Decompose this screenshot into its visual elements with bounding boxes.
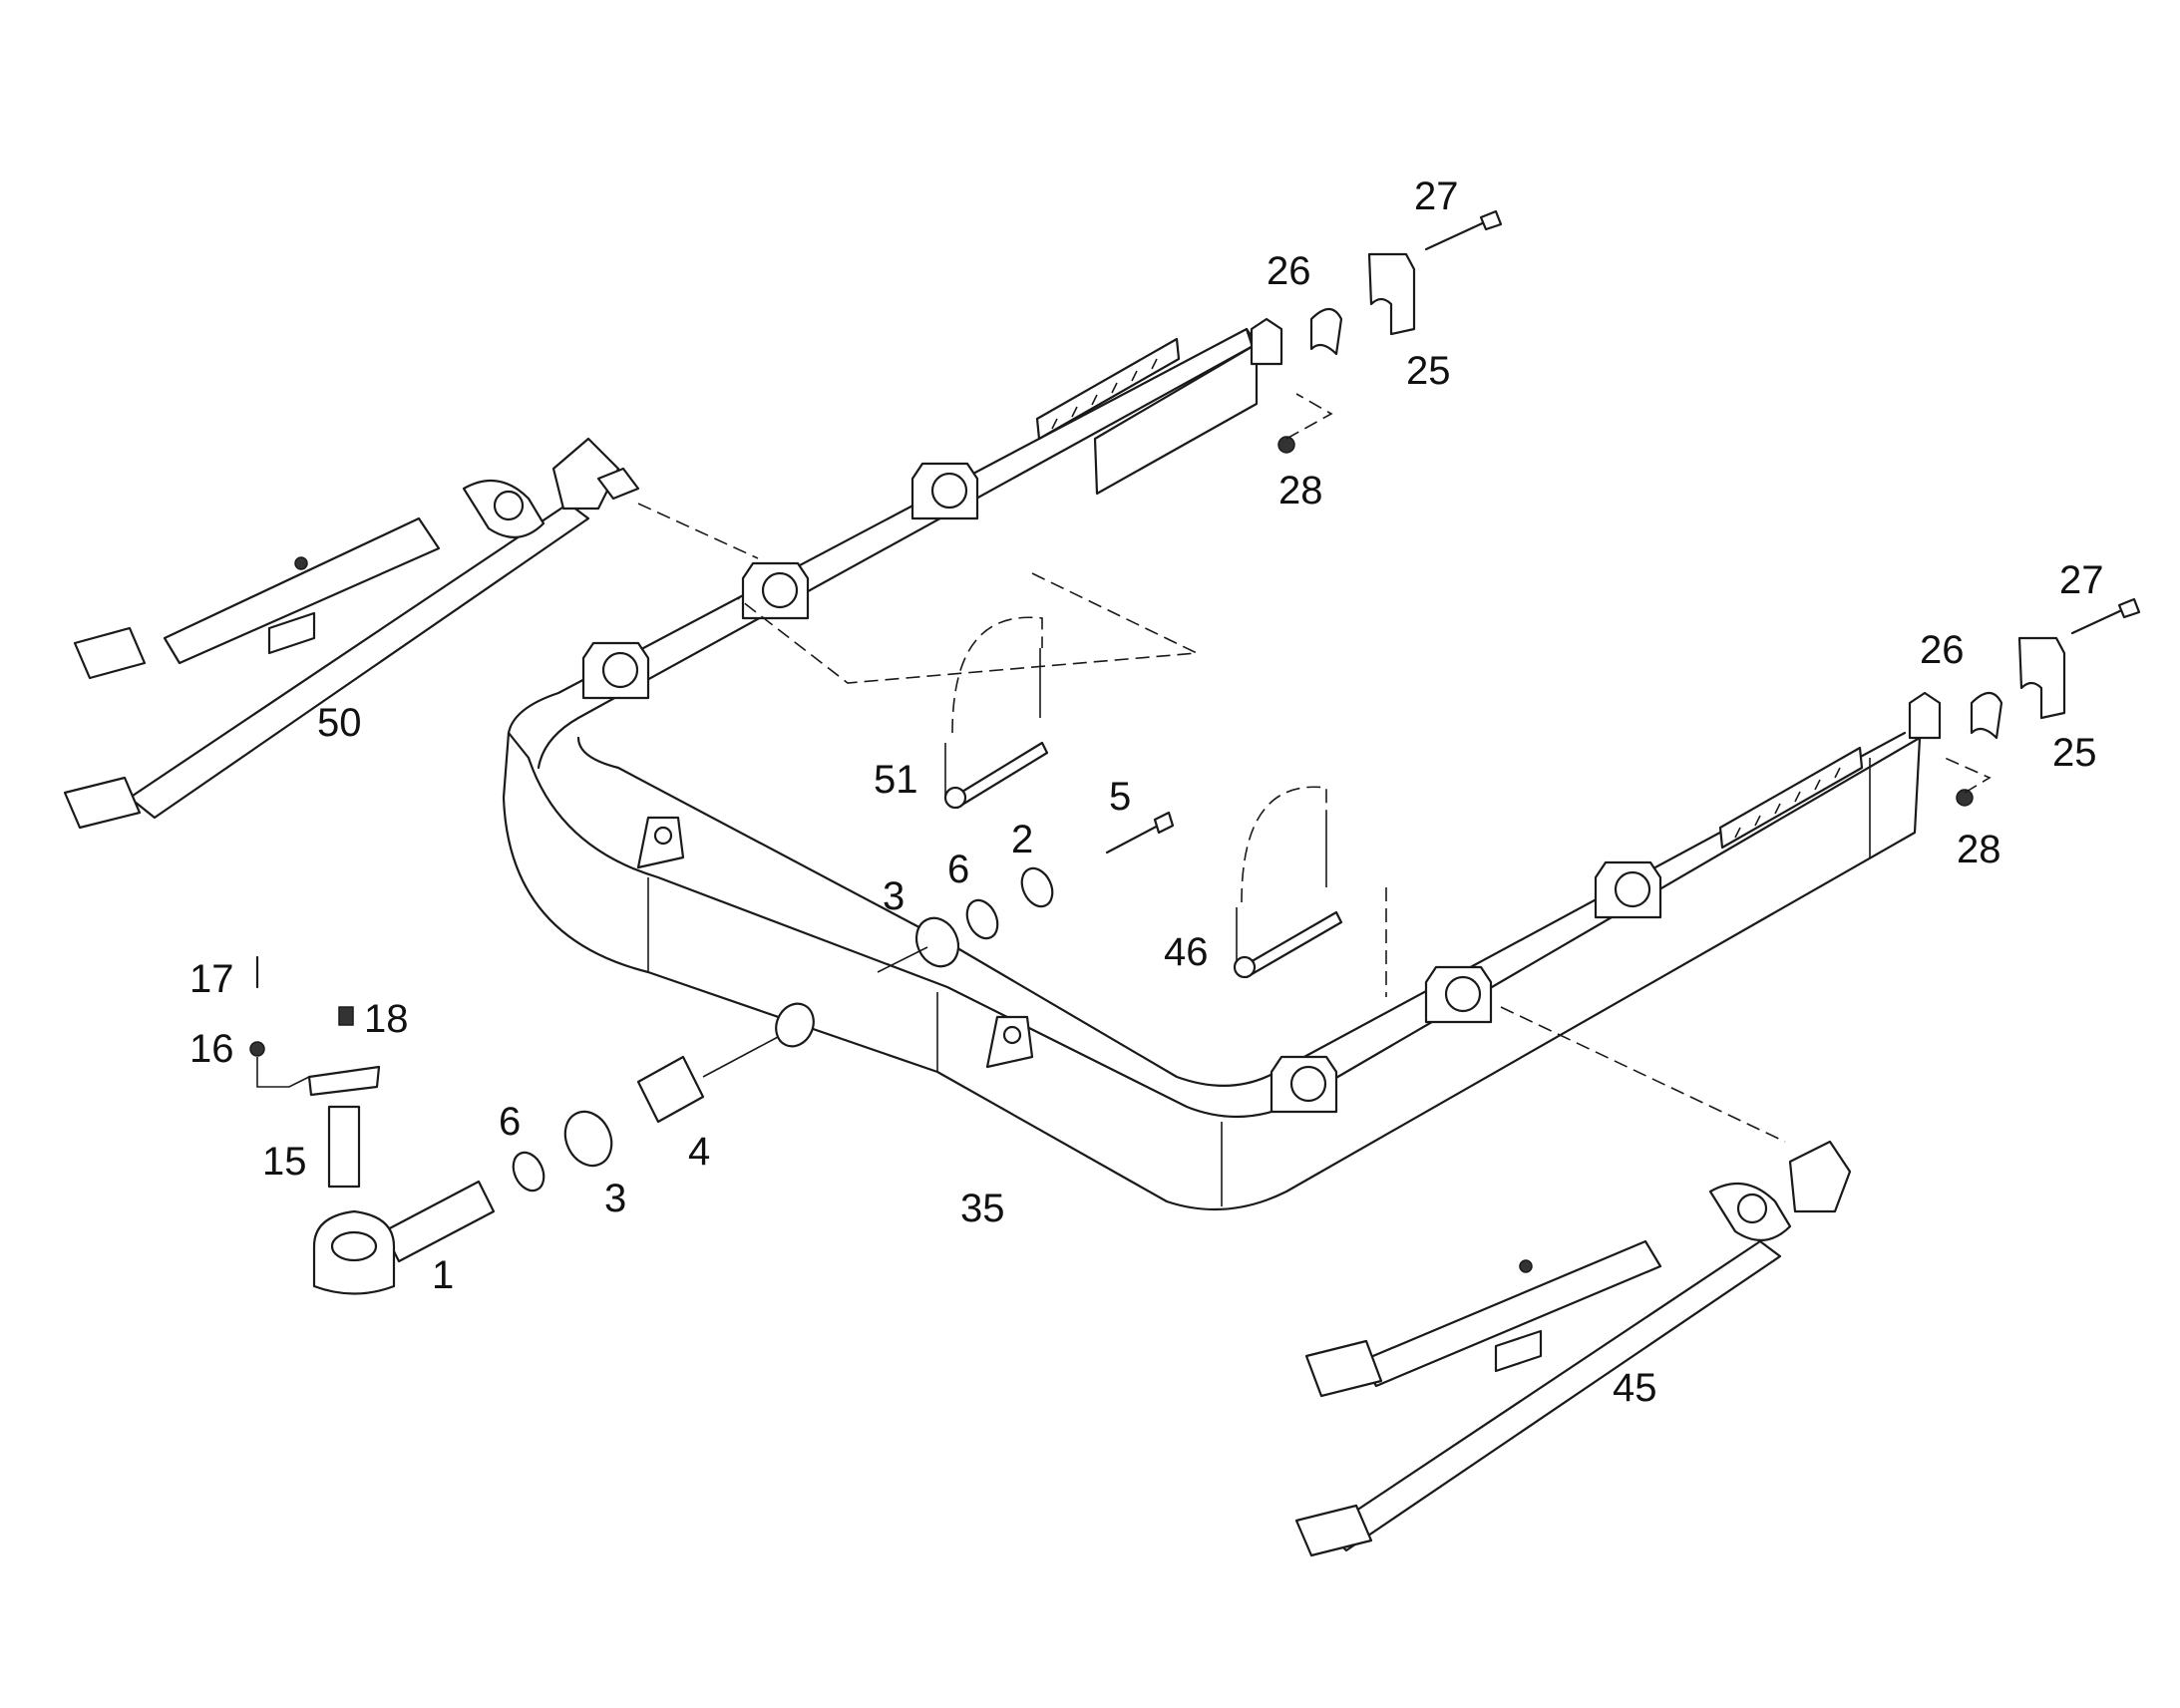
callout-26-top: 26 (1267, 249, 1311, 293)
callout-45: 45 (1613, 1366, 1657, 1410)
callout-26-right: 26 (1920, 628, 1965, 672)
end-clamp-top (1277, 209, 1503, 454)
callout-1: 1 (432, 1253, 454, 1297)
callout-25-top: 25 (1406, 349, 1451, 393)
arm-assembly-right (1294, 1006, 1852, 1557)
bearing-block-3 (910, 462, 979, 520)
callout-46: 46 (1164, 930, 1209, 974)
callout-15: 15 (262, 1140, 307, 1184)
callout-16: 16 (189, 1027, 234, 1071)
callout-6-lower: 6 (499, 1100, 521, 1144)
main-frame (502, 317, 1942, 1211)
lock-pin-51 (737, 572, 1200, 810)
arm-assembly-left (63, 437, 759, 830)
bearing-block-1 (581, 641, 650, 700)
callout-3-lower: 3 (604, 1177, 626, 1220)
callout-28-top: 28 (1278, 469, 1323, 512)
callout-2: 2 (1011, 818, 1033, 861)
callout-25-right: 25 (2052, 731, 2097, 775)
callout-18: 18 (364, 997, 409, 1041)
callout-4: 4 (688, 1130, 710, 1174)
lock-pin-46 (1233, 786, 1387, 997)
callout-50: 50 (317, 701, 362, 745)
end-clamp-bottom (1944, 597, 2141, 807)
callout-5: 5 (1109, 775, 1131, 819)
callout-28-right: 28 (1957, 828, 2001, 871)
bearing-block-5 (1424, 965, 1493, 1024)
callout-27-top: 27 (1414, 174, 1459, 218)
callout-6-upper: 6 (947, 848, 969, 891)
callout-17: 17 (189, 957, 234, 1001)
callout-51: 51 (874, 758, 918, 802)
bearing-block-2 (741, 561, 810, 620)
bearing-block-4 (1270, 1055, 1338, 1114)
bearing-block-6 (1594, 860, 1662, 919)
small-parts (249, 811, 1175, 1295)
callout-35: 35 (960, 1187, 1005, 1230)
callout-3-upper: 3 (883, 874, 905, 918)
callout-27-right: 27 (2059, 558, 2104, 602)
callout-labels: 27 26 25 28 27 26 25 28 50 51 5 2 6 3 46… (189, 174, 2104, 1410)
